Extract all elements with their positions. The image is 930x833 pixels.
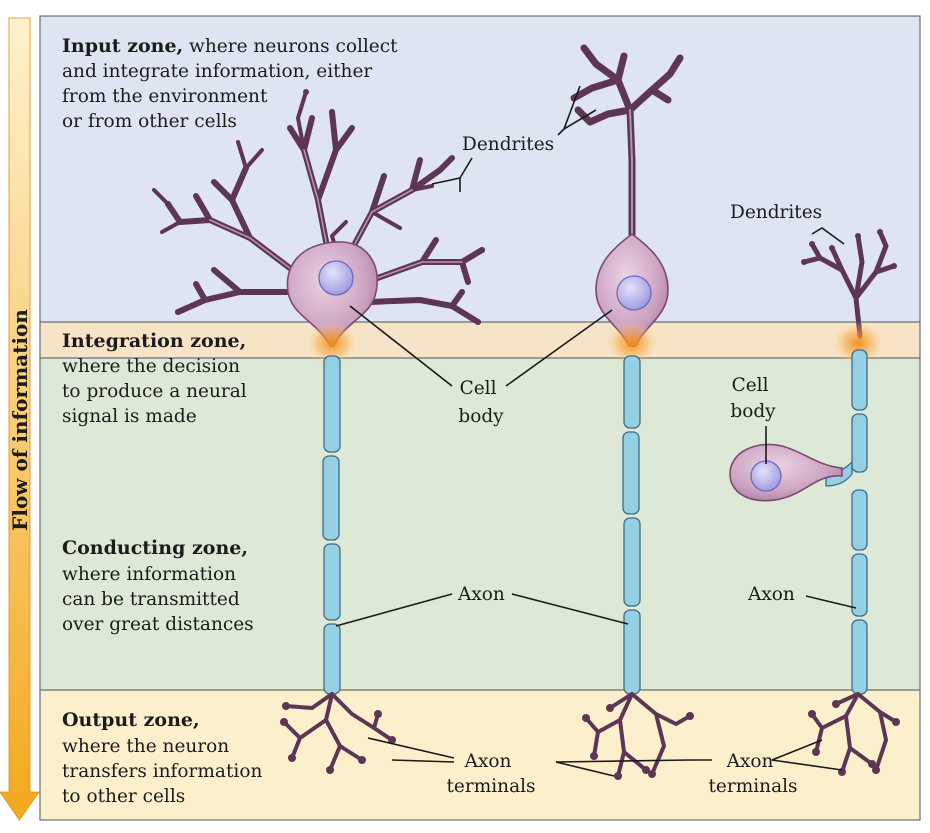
flow-of-information-label: Flow of information [8,309,32,531]
axon-label-2: Axon [747,584,795,605]
nucleus-neuron-3 [750,460,782,492]
axon-terminals-neuron-3 [808,692,900,776]
axon-neuron-3 [825,349,868,695]
integration-zone-band [40,322,920,358]
axon-terminals-label-1: Axon terminals [446,751,535,797]
integration-zone-text: Integration zone, where the decision to … [62,330,252,427]
axon-neuron-2 [622,355,641,695]
dendrites-neuron-1 [152,89,485,325]
dendrites-label-2: Dendrites [730,202,822,223]
input-zone-band [40,16,920,322]
nucleus-neuron-2 [616,275,652,311]
axon-label-1: Axon [457,584,505,605]
nucleus-neuron-1 [318,260,354,296]
leader-lines [335,85,857,777]
cell-body-label-2: Cell body [730,375,776,422]
glow-neuron-1 [306,321,358,365]
dendrites-label-1: Dendrites [462,134,554,155]
flow-arrow [0,17,40,821]
neuron-unipolar [729,229,900,776]
axon-neuron-1 [322,355,341,695]
axon-terminals-neuron-1 [280,692,396,774]
dendrites-neuron-3 [801,229,897,339]
dendrites-neuron-2 [570,44,684,256]
cell-body-label-1: Cell body [458,378,504,427]
conducting-zone-band [40,358,920,690]
neuron-multipolar [152,89,485,774]
output-zone-text: Output zone, where the neuron transfers … [62,709,267,807]
input-zone-text: Input zone, where neurons collect and in… [62,35,403,132]
axon-terminals-label-2: Axon terminals [708,751,797,797]
conducting-zone-text: Conducting zone, where information can b… [62,537,254,635]
output-zone-band [40,690,920,820]
glow-neuron-2 [606,321,658,365]
glow-neuron-3 [832,321,884,365]
